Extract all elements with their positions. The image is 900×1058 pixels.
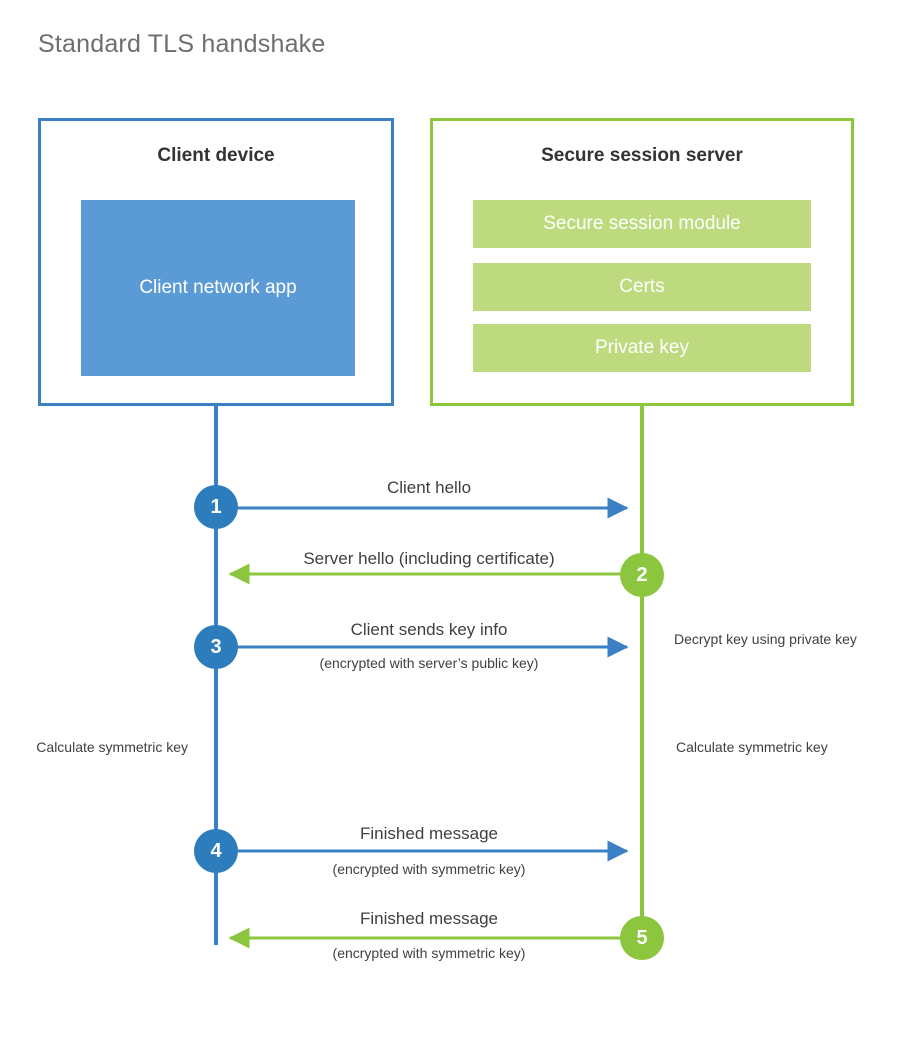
message-label-step-2: Server hello (including certificate)	[303, 549, 555, 568]
annotation-server-calculate-key: Calculate symmetric key	[676, 739, 828, 755]
step-circle-4: 4	[194, 829, 238, 873]
annotation-client-calculate-key: Calculate symmetric key	[36, 739, 188, 755]
step-circle-2: 2	[620, 553, 664, 597]
server-lifeline	[640, 406, 644, 939]
secure-session-server-title: Secure session server	[541, 145, 743, 166]
client-device-title: Client device	[157, 145, 275, 166]
server-block-certs: Certs	[473, 263, 811, 311]
message-label-step-3: Client sends key info	[350, 620, 508, 639]
message-label-step-5: Finished message	[360, 909, 498, 928]
page-title: Standard TLS handshake	[38, 30, 326, 58]
server-block-private-key: Private key	[473, 324, 811, 372]
message-sublabel-step-5: (encrypted with symmetric key)	[332, 945, 526, 961]
message-sublabel-step-4: (encrypted with symmetric key)	[332, 861, 526, 877]
server-block-secure-session-module: Secure session module	[473, 200, 811, 248]
step-circle-3: 3	[194, 625, 238, 669]
client-network-app-block: Client network app	[81, 200, 355, 376]
client-lifeline	[214, 406, 218, 945]
annotation-decrypt-key: Decrypt key using private key	[674, 631, 857, 647]
message-label-step-4: Finished message	[360, 824, 498, 843]
message-sublabel-step-3: (encrypted with server’s public key)	[319, 655, 539, 671]
client-device-box: Client device Client network app	[38, 118, 394, 406]
step-circle-1: 1	[194, 485, 238, 529]
message-label-step-1: Client hello	[386, 478, 472, 497]
secure-session-server-box: Secure session server Secure session mod…	[430, 118, 854, 406]
step-circle-5: 5	[620, 916, 664, 960]
